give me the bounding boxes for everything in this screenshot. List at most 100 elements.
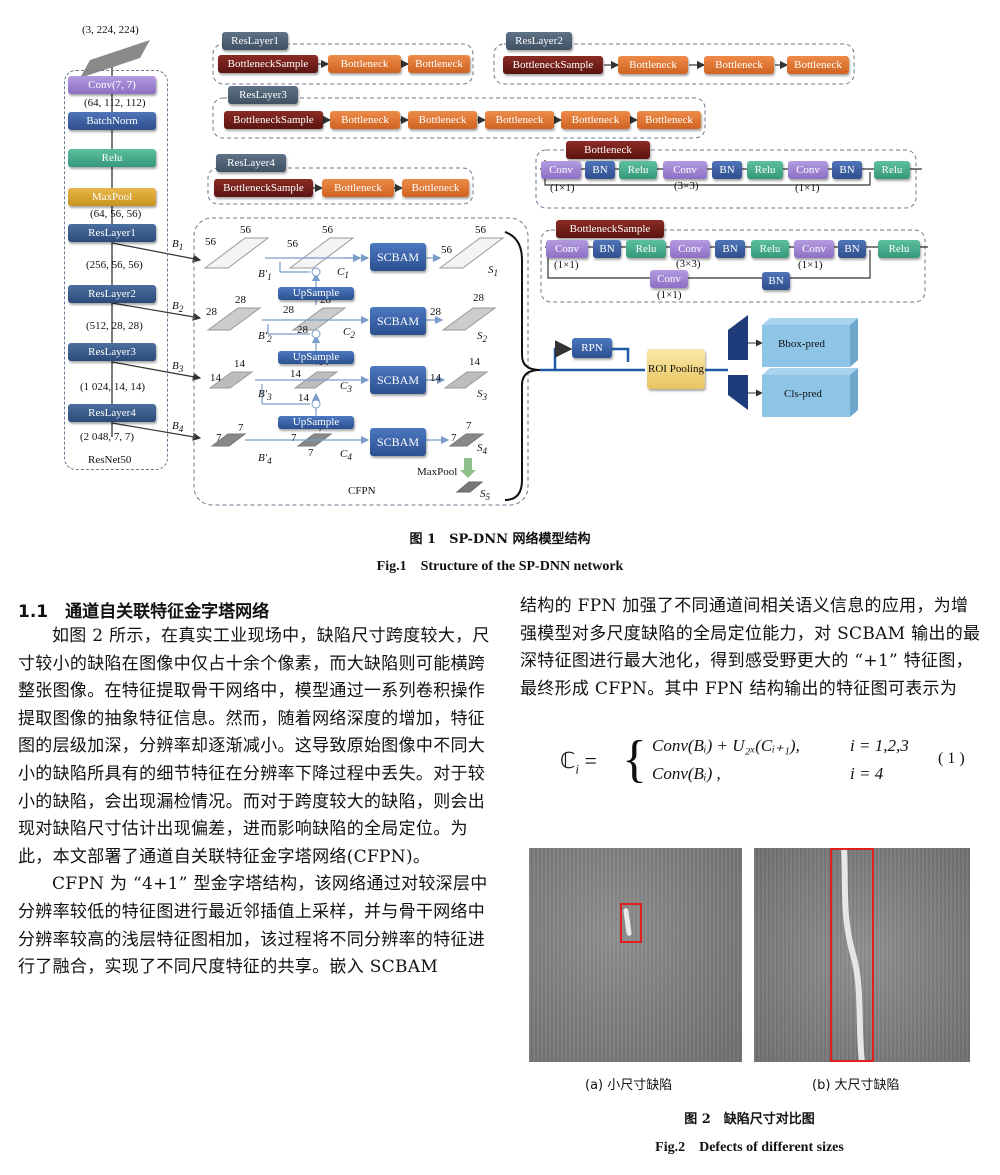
cfpn-size-14-g: 14 — [469, 356, 480, 368]
bs-conv-b: Conv — [670, 240, 710, 258]
reslayer3-title: ResLayer3 — [228, 86, 298, 104]
equation-lhs: ℂi = — [560, 748, 597, 777]
cfpn-b-label-4: B4 — [172, 420, 184, 435]
reslayer1-bottlenecksample: BottleneckSample — [218, 55, 318, 73]
bn1-bn-a: BN — [585, 161, 615, 179]
reslayer1-title: ResLayer1 — [222, 32, 288, 50]
reslayer3-bottleneck-1: Bottleneck — [330, 111, 400, 129]
reslayer2-bottleneck-1: Bottleneck — [618, 56, 688, 74]
cfpn-s-5: S5 — [480, 488, 491, 503]
equation-1: ℂi = { Conv(Bᵢ) + U₂ₓ(Cᵢ₊₁), i = 1,2,3 C… — [560, 728, 980, 800]
left-column-text: 如图 2 所示，在真实工业现场中，缺陷尺寸跨度较大，尺寸较小的缺陷在图像中仅占十… — [18, 623, 490, 982]
bottlenecksample-detail-title: BottleneckSample — [556, 220, 664, 238]
cfpn-s-1: S1 — [488, 264, 499, 279]
cfpn-size-56-b: 56 — [240, 224, 251, 236]
equation-cond-1: i = 1,2,3 — [850, 736, 909, 755]
reslayer3-bottleneck-4: Bottleneck — [561, 111, 630, 129]
reslayer3-bottleneck-2: Bottleneck — [408, 111, 477, 129]
bs-bn-b: BN — [715, 240, 745, 258]
cfpn-s-4: S4 — [477, 442, 488, 457]
cfpn-size-56-e: 56 — [441, 244, 452, 256]
reslayer1-bottleneck-2: Bottleneck — [408, 55, 470, 73]
bn1-conv-a: Conv — [541, 161, 581, 179]
bs-bn-c: BN — [838, 240, 866, 258]
cfpn-size-56-c: 56 — [287, 238, 298, 250]
upsample-block-2: UpSample — [278, 351, 354, 364]
cfpn-size-14-b: 14 — [234, 358, 245, 370]
bs-k3: (3×3) — [676, 258, 701, 270]
cfpn-s-maps — [438, 237, 505, 493]
input-shape: (3, 224, 224) — [82, 24, 139, 36]
reslayer4-bottleneck-2: Bottleneck — [402, 179, 469, 197]
cfpn-c-4: C4 — [340, 448, 352, 463]
backbone-name: ResNet50 — [88, 454, 132, 466]
bs-bn-a: BN — [593, 240, 621, 258]
bs-k1-b: (1×1) — [798, 259, 823, 271]
bn1-conv-b: Conv — [663, 161, 707, 179]
backbone-batchnorm-block: BatchNorm — [68, 112, 156, 130]
backbone-relu-block: Relu — [68, 149, 156, 167]
reslayer3-bottleneck-3: Bottleneck — [485, 111, 554, 129]
scbam-block-2: SCBAM — [370, 307, 426, 335]
cfpn-bprime-4: B′4 — [258, 452, 272, 467]
equation-cond-2: i = 4 — [850, 764, 884, 783]
equation-line-2: Conv(Bᵢ) , — [652, 764, 721, 783]
cfpn-size-7-f: 7 — [451, 432, 457, 444]
large-defect-box — [830, 848, 874, 1062]
bn1-bn-b: BN — [712, 161, 742, 179]
resnet50-box — [64, 70, 168, 470]
cfpn-size-28-f: 28 — [430, 306, 441, 318]
reslayer3-bottleneck-5: Bottleneck — [637, 111, 701, 129]
reslayer1-bottleneck-1: Bottleneck — [328, 55, 401, 73]
backbone-reslayer3-block: ResLayer3 — [68, 343, 156, 361]
bn1-relu-a: Relu — [619, 161, 657, 179]
figure-2-caption-cn: 图 2 缺陷尺寸对比图 — [684, 1112, 815, 1127]
figure-2: (a) 小尺寸缺陷 (b) 大尺寸缺陷 图 2 缺陷尺寸对比图 Fig.2 De… — [527, 846, 972, 1166]
rpn-block: RPN — [572, 338, 612, 358]
cfpn-size-7-e: 7 — [308, 447, 314, 459]
cfpn-size-14-c: 14 — [290, 368, 301, 380]
bottleneck-detail-title: Bottleneck — [566, 141, 650, 159]
reslayer4-bottlenecksample: BottleneckSample — [214, 179, 313, 197]
figure-1: (3, 224, 224) Conv(7, 7) (64, 112, 112) … — [0, 0, 1000, 574]
cfpn-bprime-3: B′3 — [258, 388, 272, 403]
scbam-block-4: SCBAM — [370, 428, 426, 456]
bn1-relu-c: Relu — [874, 161, 910, 179]
cfpn-c-3: C3 — [340, 380, 352, 395]
figure-1-caption-cn: 图 1 SP-DNN 网络模型结构 — [409, 532, 591, 547]
cfpn-size-7-c: 7 — [291, 432, 297, 444]
cfpn-c-maps — [288, 237, 355, 447]
right-column-text: 结构的 FPN 加强了不同通道间相关语义信息的应用，为增强模型对多尺度缺陷的全局… — [520, 593, 982, 703]
backbone-shape-3: (256, 56, 56) — [86, 259, 143, 271]
backbone-reslayer1-block: ResLayer1 — [68, 224, 156, 242]
cfpn-size-56-a: 56 — [205, 236, 216, 248]
bs-conv-c: Conv — [794, 240, 834, 258]
bs-relu-c: Relu — [878, 240, 920, 258]
cfpn-size-28-d: 28 — [320, 294, 331, 306]
bs-relu-a: Relu — [626, 240, 666, 258]
reslayer3-bottlenecksample: BottleneckSample — [224, 111, 323, 129]
reslayer2-title: ResLayer2 — [506, 32, 572, 50]
cfpn-size-7-a: 7 — [216, 432, 222, 444]
backbone-shape-4: (512, 28, 28) — [86, 320, 143, 332]
figure-2-label-b: (b) 大尺寸缺陷 — [812, 1078, 900, 1093]
bn1-relu-b: Relu — [747, 161, 783, 179]
bn1-k1-b: (1×1) — [795, 182, 820, 194]
cfpn-s-2: S2 — [477, 330, 488, 345]
cls-pred-label: Cls-pred — [784, 388, 822, 400]
defect-image-large — [754, 848, 970, 1062]
cfpn-size-28-a: 28 — [206, 306, 217, 318]
cfpn-b-label-3: B3 — [172, 360, 184, 375]
backbone-conv-block: Conv(7, 7) — [68, 76, 156, 94]
bbox-pred-label: Bbox-pred — [778, 338, 826, 350]
cfpn-size-28-c: 28 — [283, 304, 294, 316]
cfpn-size-7-b: 7 — [238, 422, 244, 434]
cfpn-size-28-g: 28 — [473, 292, 484, 304]
defect-image-small — [529, 848, 742, 1062]
backbone-shape-1: (64, 112, 112) — [84, 97, 146, 109]
cfpn-bprime-2: B′2 — [258, 330, 272, 345]
reslayer4-title: ResLayer4 — [216, 154, 286, 172]
cfpn-name: CFPN — [348, 485, 376, 497]
bs-k1-a: (1×1) — [554, 259, 579, 271]
bs-shortcut-bn: BN — [762, 272, 790, 290]
